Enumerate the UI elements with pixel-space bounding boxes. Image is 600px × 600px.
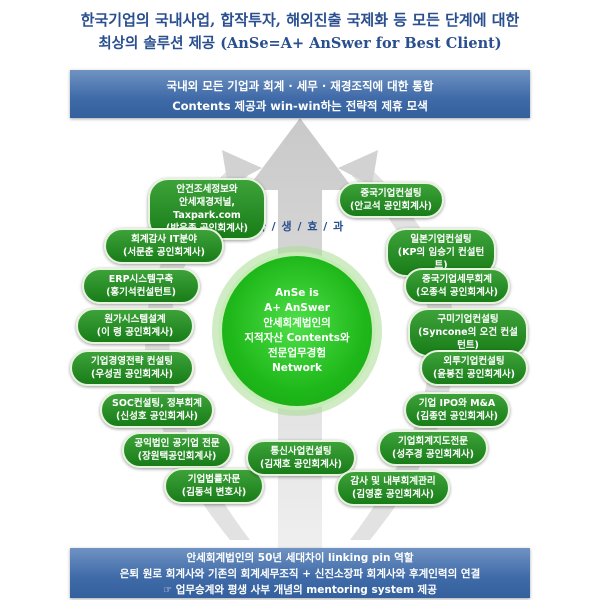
bottom-banner: 안세회계법인의 50년 세대차이 linking pin 역할 은퇴 원로 회계…	[70, 548, 530, 598]
bottom-center-item: 통신사업컨설팅 (김재호 공인회계사)	[246, 440, 356, 476]
center-label: 파 / 생 / 효 / 과	[255, 220, 345, 233]
right-item-7: 기업회계지도전문 (성주경 공인회계사)	[378, 430, 488, 466]
right-item-3: 중국기업세무회계 (오종석 공인회계사)	[404, 268, 510, 304]
left-item-6: SOC컨설팅, 정부회계 (신성호 공인회계사)	[100, 392, 214, 428]
top-banner-line-1: 국내외 모든 기업과 회계 · 세무 · 재경조직에 대한 통합	[166, 79, 434, 93]
title-line-1: 한국기업의 국내사업, 합작투자, 해외진출 국제화 등 모든 단계에 대한	[80, 11, 520, 29]
top-banner: 국내외 모든 기업과 회계 · 세무 · 재경조직에 대한 통합 Content…	[70, 70, 530, 118]
right-arc-arrowhead	[338, 150, 378, 186]
left-item-5: 기업경영전략 컨설팅 (우성권 공인회계사)	[70, 350, 194, 386]
bottom-banner-line-3: 업무승계와 평생 사부 개념의 mentoring system 제공	[175, 584, 437, 596]
page-title: 한국기업의 국내사업, 합작투자, 해외진출 국제화 등 모든 단계에 대한 최…	[0, 8, 600, 56]
center-circle: AnSe is A+ AnSwer 안세회계법인의 지적자산 Contents와…	[218, 252, 376, 410]
left-item-8: 기업법률자문 (김동석 변호사)	[164, 468, 264, 504]
bottom-banner-line-3-row: ☞ 업무승계와 평생 사부 개념의 mentoring system 제공	[70, 582, 530, 599]
right-item-1: 중국기업컨설팅 (안교석 공인회계사)	[338, 182, 444, 218]
top-banner-line-2: Contents 제공과 win-win하는 전략적 제휴 모색	[172, 99, 428, 113]
bottom-banner-line-2: 은퇴 원로 회계사와 기존의 회계세무조직 + 신진소장파 회계사와 후계인력의…	[119, 568, 481, 580]
center-circle-text: AnSe is A+ AnSwer 안세회계법인의 지적자산 Contents와…	[244, 287, 350, 374]
left-item-3: ERP시스템구축 (홍기석컨설턴트)	[82, 268, 200, 304]
right-item-5: 외투기업컨설팅 (윤봉진 공인회계사)	[420, 350, 528, 386]
left-item-7: 공익법인 공기업 전문 (장원택공인회계사)	[122, 432, 232, 468]
bottom-banner-line-1: 안세회계법인의 50년 세대차이 linking pin 역할	[186, 552, 414, 564]
left-item-4: 원가시스템설계 (이 령 공인회계사)	[76, 308, 194, 344]
left-arc-arrowhead	[222, 150, 262, 186]
right-item-8: 감사 및 내부회계관리 (김영훈 공인회계사)	[336, 470, 450, 506]
left-item-2: 회계감사 IT분야 (서문춘 공인회계사)	[104, 228, 224, 264]
right-item-4: 구미기업컨설팅 (Syncone의 오건 컨설턴트)	[408, 308, 528, 357]
right-item-6: 기업 IPO와 M&A (김종연 공인회계사)	[404, 392, 510, 428]
pointing-hand-icon: ☞	[163, 585, 173, 596]
title-line-2: 최상의 솔루션 제공 (AnSe=A+ AnSwer for Best Clie…	[98, 35, 502, 52]
